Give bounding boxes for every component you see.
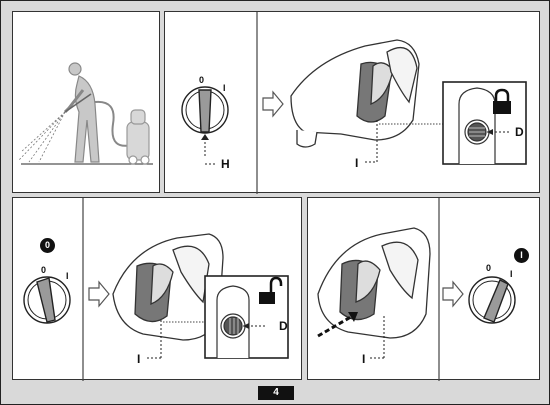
lock-step-illustration: [181, 12, 527, 194]
spray-gun-closeup: [290, 39, 420, 148]
selector-knob: [23, 276, 71, 324]
callout-i: I: [362, 352, 366, 366]
callout-h: H: [221, 157, 230, 171]
pull-trigger-illustration: [317, 198, 516, 381]
lock-open-icon: [259, 276, 283, 304]
knob-label-one: I: [66, 271, 69, 281]
spray-jet: [18, 111, 66, 163]
spray-gun-closeup: [317, 227, 431, 339]
lock-closed-icon: [493, 88, 511, 114]
callout-d: D: [279, 319, 288, 333]
spray-gun-closeup: [112, 233, 224, 341]
knob-label-zero: 0: [486, 263, 492, 273]
unlock-step-illustration: [23, 198, 289, 381]
callout-i: I: [137, 352, 141, 366]
arrow-right-icon: [262, 90, 284, 118]
operator-illustration: [18, 62, 153, 165]
hose: [94, 100, 136, 147]
callout-i: I: [355, 156, 359, 170]
callout-d: D: [515, 125, 524, 139]
panel-pull-trigger: I 0 I I: [307, 197, 540, 381]
panel-unlock-trigger: 0 0 I D I: [12, 197, 302, 381]
selector-knob: [468, 276, 516, 324]
arrow-right-icon: [88, 280, 110, 308]
panel-lock-trigger: 0 I H D I: [164, 11, 540, 194]
cleaner-machine: [126, 109, 150, 165]
arrow-right-icon: [442, 280, 464, 308]
knob-label-one: I: [223, 83, 226, 93]
operator-figure: [63, 62, 100, 163]
knob-label-one: I: [510, 269, 513, 279]
knob-label-zero: 0: [199, 75, 205, 85]
selector-knob: [181, 86, 229, 134]
page-number: 4: [258, 386, 294, 400]
step-badge-zero: 0: [40, 238, 55, 253]
spray-lance: [64, 93, 92, 113]
pull-motion-arrow: [317, 312, 357, 338]
knob-label-zero: 0: [41, 265, 47, 275]
step-badge-one: I: [514, 248, 529, 263]
panel-operator-spraying: [12, 11, 160, 193]
